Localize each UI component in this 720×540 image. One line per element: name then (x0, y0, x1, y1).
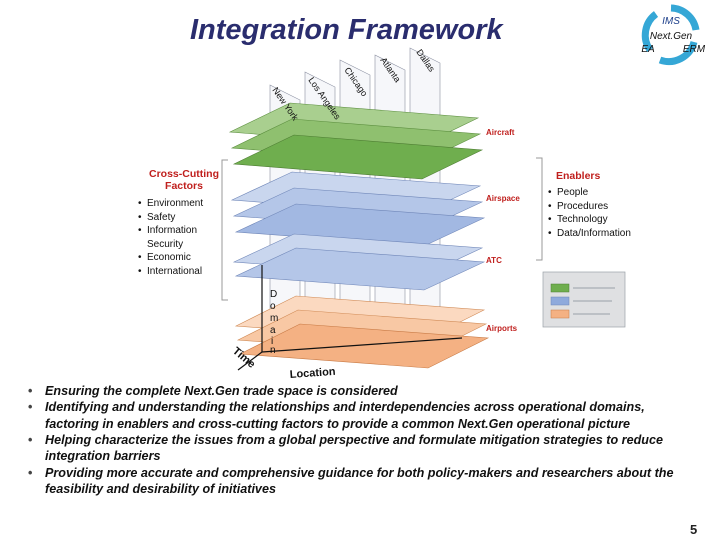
legend-swatch-orange (551, 310, 569, 318)
summary-bullet: Helping characterize the issues from a g… (28, 432, 698, 465)
legend-swatch-green (551, 284, 569, 292)
legend-swatch-blue (551, 297, 569, 305)
framework-diagram: New York Los Angeles Chicago Atlanta Dal… (0, 0, 720, 390)
layer-label-atc: ATC (486, 256, 502, 265)
summary-bullets: Ensuring the complete Next.Gen trade spa… (28, 383, 698, 498)
summary-bullet: Ensuring the complete Next.Gen trade spa… (28, 383, 698, 399)
domain-letter: m (270, 313, 278, 324)
domain-letter: D (270, 289, 277, 300)
domain-letter: n (270, 345, 276, 356)
domain-letter: o (270, 301, 276, 312)
legend (543, 272, 625, 327)
right-bracket (536, 158, 542, 260)
summary-bullet: Identifying and understanding the relati… (28, 399, 698, 432)
layer-label-aircraft: Aircraft (486, 128, 515, 137)
layer-label-airports: Airports (486, 324, 518, 333)
aircraft-layer (230, 103, 482, 179)
page-number: 5 (690, 522, 697, 537)
domain-letter: a (270, 325, 276, 336)
location-axis-label: Location (289, 366, 336, 381)
summary-bullet: Providing more accurate and comprehensiv… (28, 465, 698, 498)
layer-label-airspace: Airspace (486, 194, 520, 203)
left-bracket (222, 160, 228, 300)
